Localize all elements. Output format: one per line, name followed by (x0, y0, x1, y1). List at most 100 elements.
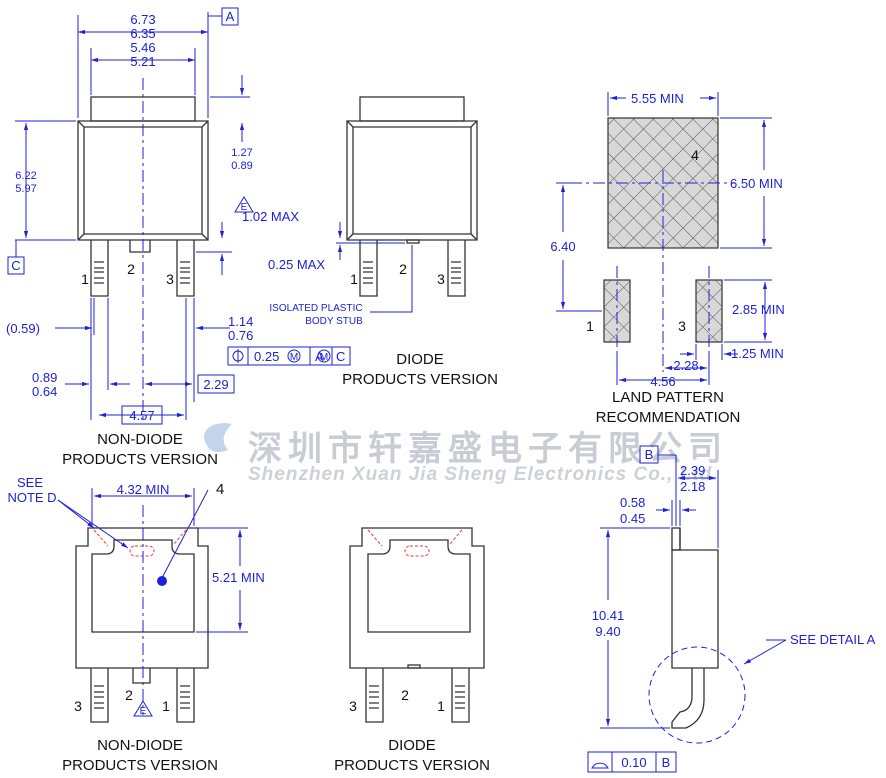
watermark-logo-icon (204, 423, 232, 453)
dim-span: 4.57 (129, 408, 154, 423)
lead-2-stub (129, 240, 151, 253)
flatness-value: 0.10 (621, 755, 646, 770)
bottom-datum-e-triangle (133, 700, 153, 717)
bottom-view-non-diode: 3 2 1 E 4 4.32 MIN SEE NOTE D 5.21 MIN N… (7, 475, 264, 774)
profile-symbol-icon (591, 762, 609, 769)
side-view: SEE DETAIL A B 2.39 2.18 0.58 0.45 10.41… (587, 445, 876, 773)
datum-a: A (226, 9, 235, 24)
diode-pin-2-label: 2 (399, 261, 407, 277)
bottom-dim-height: 5.21 MIN (212, 570, 265, 585)
detail-a-circle (648, 646, 746, 744)
pad-4-label: 4 (691, 147, 699, 163)
caption-non-diode-bot-2: PRODUCTS VERSION (62, 757, 218, 774)
dim-height-max: 6.22 (15, 170, 36, 182)
note-isolated-1: ISOLATED PLASTIC (269, 303, 362, 314)
datum-ref-c: C (336, 349, 345, 364)
dim-tab-max: 5.46 (130, 40, 155, 55)
dim-pin-width-max: 0.89 (32, 370, 57, 385)
side-lead (671, 668, 705, 729)
side-thick-max: 2.39 (680, 463, 705, 478)
diode-bottom-pin-2: 2 (401, 687, 409, 703)
bottom-dim-width: 4.32 MIN (117, 482, 170, 497)
body-chamfer (77, 120, 209, 241)
mmc-icon (287, 349, 301, 363)
bottom-view-diode: 3 2 1 DIODE PRODUCTS VERSION (334, 527, 490, 774)
watermark-en: Shenzhen Xuan Jia Sheng Electronics Co.,… (248, 464, 718, 485)
land-pin-1: 1 (586, 318, 594, 334)
dim-offset: (0.59) (6, 321, 40, 336)
caption-non-diode-top-1: NON-DIODE (97, 431, 183, 448)
pin-2-label: 2 (127, 261, 135, 277)
pin-1-label: 1 (81, 271, 89, 287)
caption-land-2: RECOMMENDATION (596, 409, 741, 426)
caption-diode-bot-2: PRODUCTS VERSION (334, 757, 490, 774)
side-height-max: 10.41 (592, 608, 625, 623)
dim-tab-h-max: 1.27 (231, 147, 252, 159)
dim-pitch-box (197, 374, 235, 394)
caption-diode-top-2: PRODUCTS VERSION (342, 371, 498, 388)
top-view-non-diode: 6.73 6.35 5.46 5.21 A 6.22 5.97 C 1.27 0… (6, 7, 351, 468)
flatness-datum: B (662, 755, 671, 770)
land-span: 4.56 (650, 374, 675, 389)
side-thick-min: 2.18 (680, 479, 705, 494)
note-isolated-2: BODY STUB (305, 316, 363, 327)
land-y: 6.40 (550, 239, 575, 254)
datum-e-triangle (234, 196, 254, 213)
caption-diode-top-1: DIODE (396, 351, 444, 368)
svg-text:M: M (320, 352, 328, 363)
lead-3 (176, 240, 195, 297)
bottom-pin-2-label: 2 (125, 687, 133, 703)
diode-pin-3-label: 3 (437, 271, 445, 287)
land-pitch: 2.28 (673, 358, 698, 373)
side-body (671, 549, 719, 669)
datum-c: C (11, 258, 20, 273)
caption-non-diode-top-2: PRODUCTS VERSION (62, 451, 218, 468)
dim-width-min: 6.35 (130, 26, 155, 41)
watermark: 深圳市轩嘉盛电子有限公司 Shenzhen Xuan Jia Sheng Ele… (204, 423, 728, 485)
land-pad-height: 2.85 MIN (732, 302, 785, 317)
top-view-diode: 1 2 3 0.25 MAX ISOLATED PLASTIC BODY STU… (268, 96, 498, 388)
dim-lead-max: 1.14 (228, 314, 253, 329)
side-tab (671, 527, 681, 551)
dim-lead-min: 0.76 (228, 328, 253, 343)
land-pattern: 4 5.55 MIN 6.50 MIN 6.40 2.85 MIN 1 3 1.… (550, 91, 784, 426)
dim-span-box (121, 405, 163, 425)
side-stub-max: 0.58 (620, 495, 645, 510)
dim-pin-width-min: 0.64 (32, 384, 57, 399)
diode-bottom-pin-1: 1 (437, 698, 445, 714)
bottom-heatsink-outline (91, 539, 195, 633)
dim-tab-h-min: 0.89 (231, 160, 252, 172)
diode-bottom-pin-3: 3 (349, 698, 357, 714)
pad-4-dot-icon (157, 576, 167, 586)
see-detail-a: SEE DETAIL A (790, 632, 876, 647)
bottom-pin-1-label: 1 (162, 698, 170, 714)
caption-diode-bot-1: DIODE (388, 737, 436, 754)
bottom-pin-3-label: 3 (74, 698, 82, 714)
land-pad-width: 1.25 MIN (731, 346, 784, 361)
flatness-frame: 0.10 B (587, 751, 677, 773)
datum-e-label: E (241, 202, 248, 213)
datum-b: B (645, 447, 654, 462)
pin-3-label: 3 (166, 271, 174, 287)
dim-stub-max: 1.02 MAX (242, 209, 299, 224)
land-height: 6.50 MIN (730, 176, 783, 191)
position-tolerance-frame: 0.25 M A M C (227, 346, 351, 366)
dim-height-min: 5.97 (15, 183, 36, 195)
land-pin-3: 3 (678, 318, 686, 334)
dim-tab-min: 5.21 (130, 54, 155, 69)
dim-diode-stub: 0.25 MAX (268, 257, 325, 272)
tolerance-value: 0.25 (254, 349, 279, 364)
caption-land-1: LAND PATTERN (612, 389, 724, 406)
svg-text:M: M (290, 352, 298, 363)
see-note-2: NOTE D (7, 490, 56, 505)
caption-non-diode-bot-1: NON-DIODE (97, 737, 183, 754)
see-note-1: SEE (17, 475, 43, 490)
diode-pin-1-label: 1 (350, 271, 358, 287)
side-stub-min: 0.45 (620, 511, 645, 526)
lead-1 (90, 240, 109, 297)
bottom-pin-4-label: 4 (216, 481, 224, 498)
side-height-min: 9.40 (595, 624, 620, 639)
watermark-cn: 深圳市轩嘉盛电子有限公司 (248, 429, 728, 469)
